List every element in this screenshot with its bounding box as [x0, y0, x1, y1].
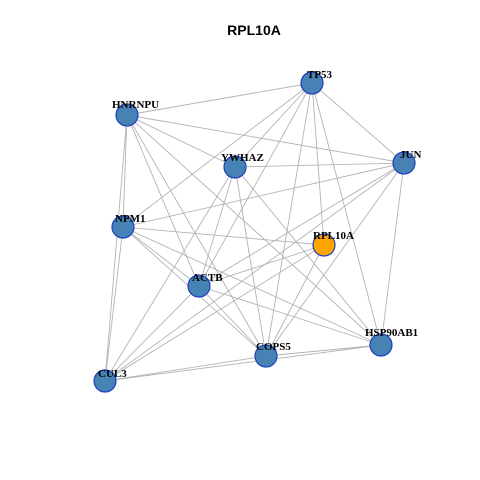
node-circle-npm1	[111, 215, 135, 239]
node-npm1: NPM1	[111, 213, 146, 239]
edge-rpl10a-cul3	[104, 244, 325, 382]
edge-npm1-cul3	[104, 226, 124, 382]
node-label-tp53: TP53	[307, 69, 333, 81]
node-label-ywhaz: YWHAZ	[221, 152, 264, 164]
edge-ywhaz-actb	[198, 166, 236, 287]
edge-hsp90ab1-cul3	[104, 344, 382, 382]
node-label-npm1: NPM1	[115, 213, 146, 225]
edge-jun-cops5	[265, 162, 405, 357]
node-label-actb: ACTB	[192, 272, 223, 284]
node-circle-ywhaz	[223, 155, 247, 179]
edge-ywhaz-cops5	[234, 166, 267, 357]
edge-ywhaz-hsp90ab1	[234, 166, 382, 346]
node-rpl10a: RPL10A	[312, 230, 354, 257]
node-circle-hnrnpu	[115, 103, 139, 127]
node-circle-hsp90ab1	[369, 333, 393, 357]
node-label-cul3: CUL3	[98, 368, 127, 380]
edge-hnrnpu-npm1	[122, 114, 128, 228]
node-label-hnrnpu: HNRNPU	[112, 99, 159, 111]
edge-actb-hsp90ab1	[198, 285, 382, 346]
node-label-cops5: COPS5	[256, 341, 291, 353]
edge-tp53-rpl10a	[311, 82, 325, 246]
edge-jun-hsp90ab1	[380, 162, 405, 346]
node-ywhaz: YWHAZ	[221, 152, 264, 179]
edge-jun-cul3	[104, 162, 405, 382]
edge-jun-actb	[198, 162, 405, 287]
node-circle-cops5	[254, 344, 278, 368]
edge-cops5-cul3	[104, 355, 267, 382]
edge-ywhaz-jun	[234, 162, 405, 168]
node-hsp90ab1: HSP90AB1	[365, 327, 418, 357]
edge-hnrnpu-cul3	[104, 114, 128, 382]
node-circle-cul3	[93, 369, 117, 393]
node-cops5: COPS5	[254, 341, 291, 368]
edge-actb-cops5	[198, 285, 267, 357]
edge-npm1-hsp90ab1	[122, 226, 382, 346]
edge-tp53-npm1	[122, 82, 313, 228]
edge-hnrnpu-actb	[126, 114, 200, 287]
node-label-rpl10a: RPL10A	[313, 230, 354, 242]
edge-tp53-hsp90ab1	[311, 82, 382, 346]
edge-hnrnpu-tp53	[126, 82, 313, 116]
edge-rpl10a-cops5	[265, 244, 325, 357]
node-hnrnpu: HNRNPU	[112, 99, 159, 127]
edge-tp53-actb	[198, 82, 313, 287]
edge-jun-npm1	[122, 162, 405, 228]
diagram-title: RPL10A	[227, 22, 281, 38]
node-cul3: CUL3	[93, 368, 127, 393]
edge-actb-cul3	[104, 285, 200, 382]
edge-hnrnpu-jun	[126, 114, 405, 164]
edge-tp53-ywhaz	[234, 82, 313, 168]
edge-tp53-jun	[311, 82, 405, 164]
node-circle-jun	[392, 151, 416, 175]
edge-hnrnpu-cops5	[126, 114, 267, 357]
node-circle-tp53	[300, 71, 324, 95]
edge-layer	[104, 82, 405, 382]
node-circle-rpl10a	[312, 233, 336, 257]
edge-hnrnpu-hsp90ab1	[126, 114, 382, 346]
node-tp53: TP53	[300, 69, 333, 95]
edge-ywhaz-cul3	[104, 166, 236, 382]
node-circle-actb	[187, 274, 211, 298]
node-label-hsp90ab1: HSP90AB1	[365, 327, 418, 339]
node-actb: ACTB	[187, 272, 223, 298]
edge-cops5-hsp90ab1	[265, 344, 382, 357]
edge-npm1-actb	[122, 226, 200, 287]
edge-hnrnpu-ywhaz	[126, 114, 236, 168]
edge-rpl10a-actb	[198, 244, 325, 287]
node-label-jun: JUN	[400, 149, 421, 161]
edge-npm1-rpl10a	[122, 226, 325, 246]
node-jun: JUN	[392, 149, 421, 175]
